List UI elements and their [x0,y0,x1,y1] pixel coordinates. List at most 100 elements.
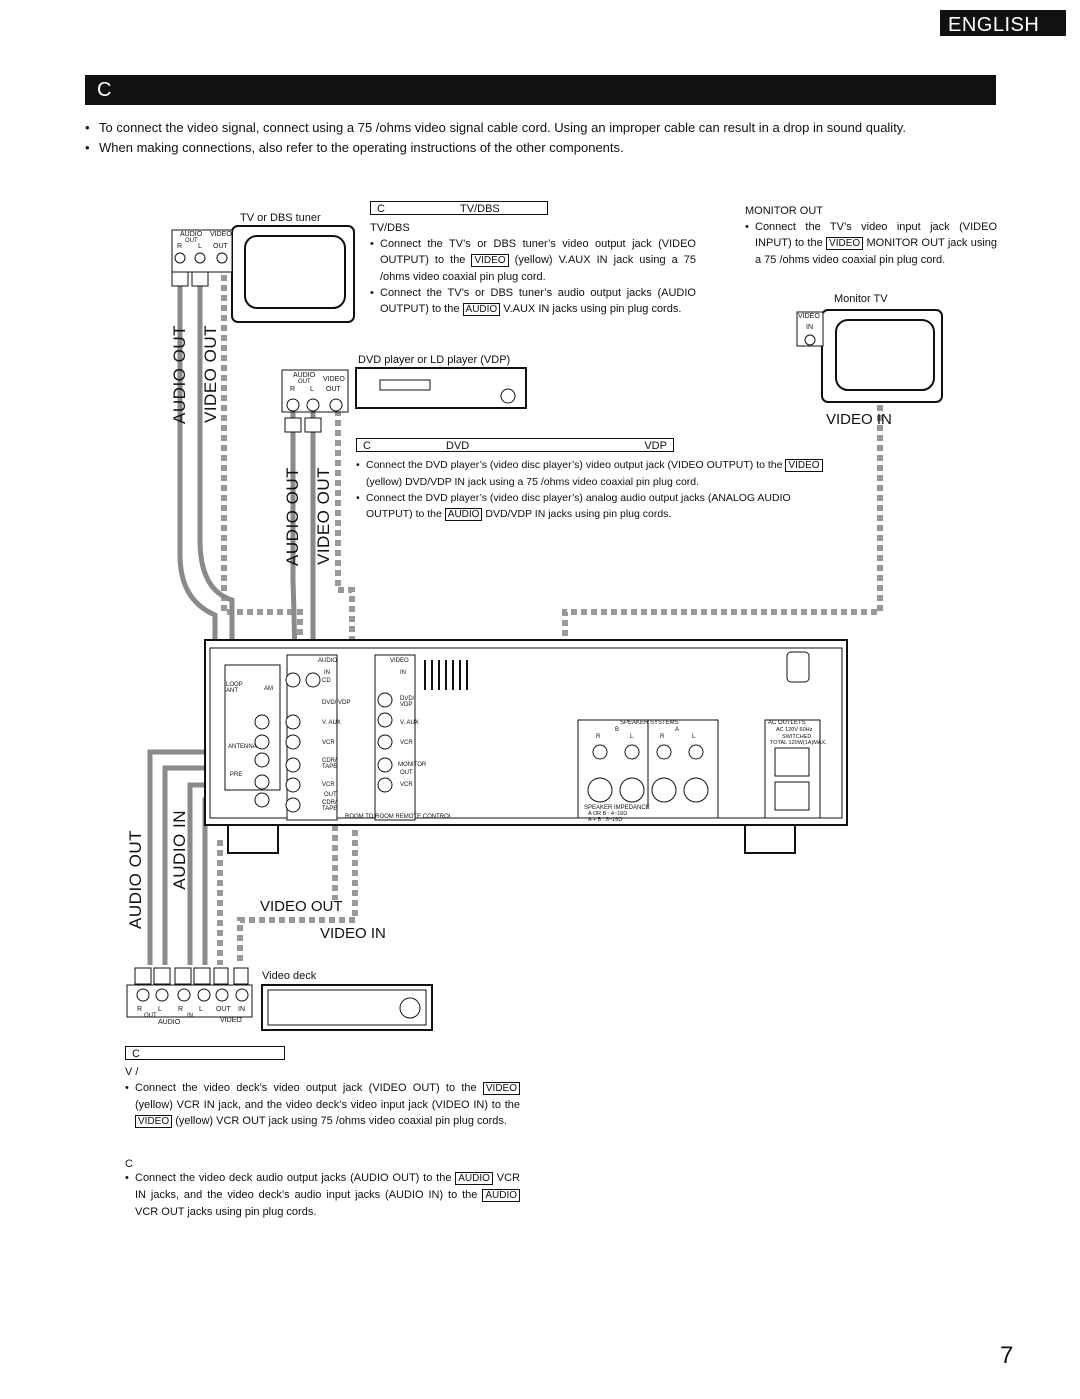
rcv-sp-a: A [675,727,680,733]
video-tag: VIDEO [482,1082,520,1095]
tv-jack-out: OUT [185,238,198,244]
rcv-cdr-tape2: CDR/ TAPE [322,800,338,812]
rcv-vcr: VCR [322,740,335,746]
tv-cable-video-out: VIDEO OUT [201,325,220,424]
dvd-player [281,367,527,433]
rcv-ac-total: TOTAL 120W(1A)MAX. [770,740,827,746]
video-deck-label: Video deck [262,970,317,982]
video-tag: VIDEO [826,237,864,250]
rcv-speaker-systems: SPEAKER SYSTEMS [620,720,679,726]
rcv-imp-line2: A + B : 8~16Ω [588,817,623,823]
deck-jack-video: VIDEO [220,1017,242,1024]
deck-jack-r: R [137,1006,143,1013]
deck-audio-bullet: Connect the video deck audio output jack… [125,1170,521,1220]
rcv-monitor: MONITOR [398,762,427,768]
tv-dbs-tuner [171,225,355,323]
rcv-video: VIDEO [390,658,409,664]
audio-tag: AUDIO [482,1189,521,1202]
video-deck [126,967,433,1031]
rcv-speaker-impedance: SPEAKER IMPEDANCE [584,805,650,811]
tv-jack-audio: AUDIO [180,231,203,238]
tv-dbs-bullet-audio: Connect the TV’s or DBS tuner’s audio ou… [370,285,696,318]
rcv-sp-r2: R [660,734,665,740]
rcv-sp-r: R [596,734,601,740]
deck-jack-in2: IN [238,1006,245,1013]
rcv-audio: AUDIO [318,658,338,664]
dvd-bullet-video: Connect the DVD player’s (video disc pla… [356,457,836,490]
deck-cable-video-in: VIDEO IN [320,925,386,942]
monitor-tv [796,309,943,403]
deck-cable-audio-in: AUDIO IN [170,810,189,890]
dvd-jack-audio: AUDIO [293,372,316,379]
page-number: 7 [1000,1342,1014,1369]
rcv-out: OUT [400,770,413,776]
rcv-in2: IN [400,670,406,676]
tv-jack-l: L [198,243,202,250]
rcv-sp-l: L [630,734,634,740]
monitor-bullet: Connect the TV’s video input jack (VIDEO… [745,219,997,268]
rcv-am: AM [264,686,273,692]
monitor-tv-label: Monitor TV [834,293,888,305]
tv-dbs-instructions: Connect the TV’s or DBS tuner’s video ou… [370,236,696,318]
rcv-in: IN [324,670,330,676]
monitor-instructions: Connect the TV’s video input jack (VIDEO… [745,219,997,268]
rcv-cd: CD [322,678,331,684]
tv-dbs-box-title: TV/DBS [460,203,500,215]
video-tag: VIDEO [135,1115,173,1128]
video-tag: VIDEO [785,459,823,472]
language-tab: ENGLISH [940,10,1066,36]
rcv-pre: PRE [230,772,243,778]
audio-tag: AUDIO [462,303,501,316]
deck-jack-audio: AUDIO [158,1019,181,1026]
deck-sub2: C [125,1158,133,1170]
dvd-cable-audio-out: AUDIO OUT [283,467,302,566]
tv-dbs-box: C TV/DBS [370,201,548,215]
intro-note: When making connections, also refer to t… [85,138,1005,158]
deck-box: C [125,1046,285,1060]
rcv-ac-switched: SWITCHED [782,734,812,740]
dvd-box: C DVD VDP [356,438,674,452]
deck-jack-r2: R [178,1006,184,1013]
tv-dbs-label: TV or DBS tuner [240,212,321,224]
tv-jack-video: VIDEO [210,231,232,238]
monitor-cable-video-in: VIDEO IN [826,411,892,428]
av-receiver [204,639,848,854]
rcv-loop-ant: LOOP ANT [226,682,243,694]
dvd-player-label: DVD player or LD player (VDP) [358,354,511,366]
rcv-vcr4: VCR [400,782,413,788]
deck-jack-out2: OUT [216,1006,231,1013]
deck-jack-in: IN [187,1013,193,1019]
rcv-dvd-vdp: DVD/ VDP [322,700,351,706]
dvd-jack-out: OUT [298,379,311,385]
audio-tag: AUDIO [444,508,483,521]
dvd-bullet-audio: Connect the DVD player’s (video disc pla… [356,490,836,523]
tv-dbs-box-c: C [377,203,385,215]
rcv-vcr3: VCR [322,782,335,788]
tv-jack-out2: OUT [213,243,228,250]
dvd-jack-r: R [290,386,296,393]
rcv-room-to-room: ROOM TO ROOM REMOTE CONTROL [345,814,453,820]
rcv-v-aux2: V. AUX [400,720,419,726]
tv-dbs-bullet-video: Connect the TV’s or DBS tuner’s video ou… [370,236,696,285]
intro-notes: To connect the video signal, connect usi… [85,118,1005,158]
audio-tag: AUDIO [455,1172,493,1185]
video-tag: VIDEO [471,254,509,267]
monitor-heading: MONITOR OUT [745,205,824,217]
dvd-jack-video: VIDEO [323,376,345,383]
monitor-jack-video: VIDEO [798,313,820,320]
tv-dbs-subhead: TV/DBS [370,222,410,234]
tv-cable-audio-out: AUDIO OUT [170,325,189,424]
deck-jack-l2: L [199,1006,203,1013]
rcv-imp-line1: A OR B : 4~16Ω [588,811,628,817]
dvd-box-c: C [363,440,371,452]
monitor-jack-in: IN [806,324,813,331]
dvd-jack-l: L [310,386,314,393]
rcv-ac-outlets: AC OUTLETS [768,720,806,726]
rcv-sp-b: B [615,727,620,733]
rcv-vcr2: VCR [400,740,413,746]
rcv-antenna: ANTENNA [228,744,257,750]
deck-cable-video-out: VIDEO OUT [260,898,343,915]
dvd-instructions: Connect the DVD player’s (video disc pla… [356,457,836,523]
deck-jack-out: OUT [144,1013,157,1019]
